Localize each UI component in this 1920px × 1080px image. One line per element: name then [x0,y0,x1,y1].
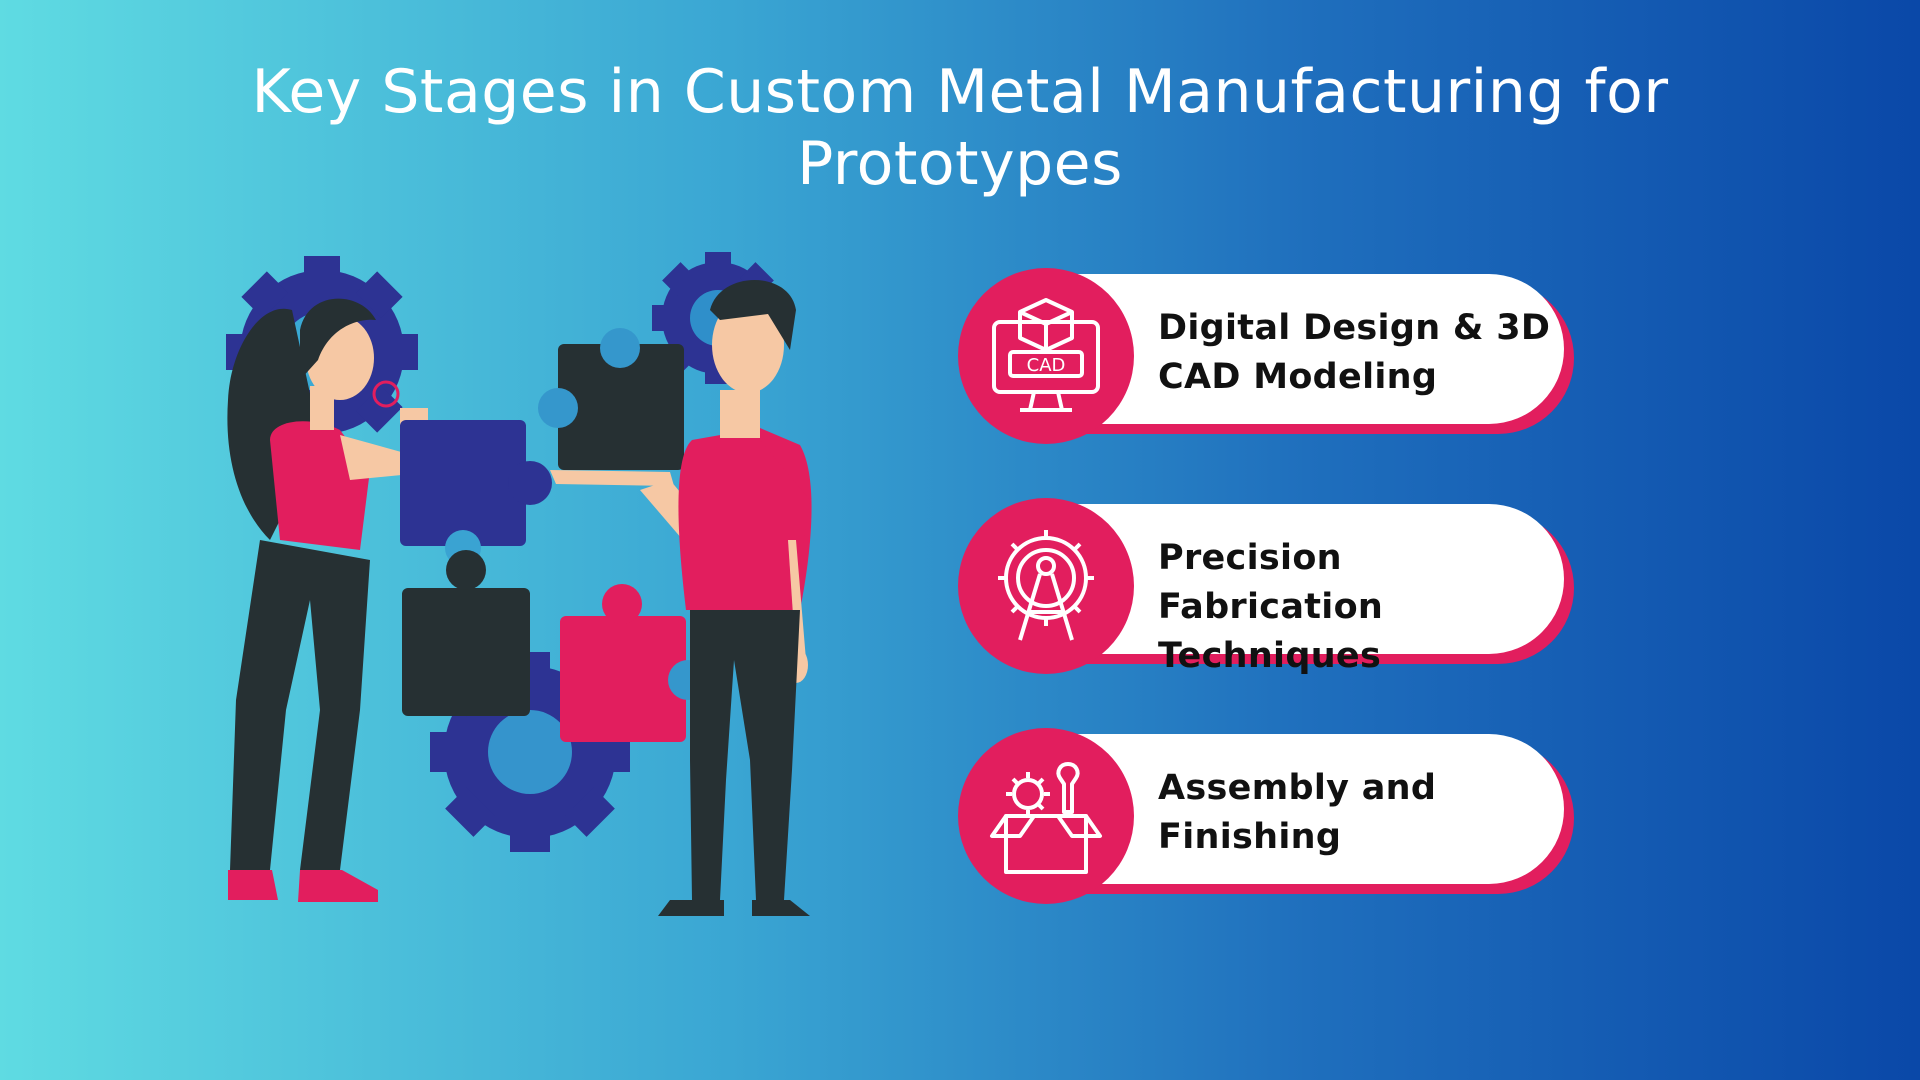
stage-label: Assembly and Finishing [1158,768,1437,857]
teamwork-puzzle-illustration [226,252,812,916]
svg-text:CAD: CAD [1027,355,1066,376]
stage-card-3: Assembly and Finishing [958,728,1612,908]
puzzle-piece-pink [560,584,708,742]
cad-monitor-icon: CAD [992,298,1100,412]
woman-figure [227,298,432,902]
stage-label: Precision Fabrication Techniques [1158,538,1384,676]
stage-label: Digital Design & 3D CAD Modeling [1158,308,1551,397]
stage-badge [958,498,1134,674]
toolbox-gear-wrench-icon [990,762,1102,874]
stage-card-2: Precision Fabrication Techniques [958,498,1612,678]
stage-card-1: CAD Digital Design & 3D CAD Modeling [958,268,1612,448]
stage-badge [958,728,1134,904]
compass-gear-icon [998,530,1094,641]
man-figure [550,280,812,916]
puzzle-piece-dark-top [538,328,684,470]
page-title: Key Stages in Custom Metal Manufacturing… [251,57,1669,199]
stage-badge: CAD [958,268,1134,444]
puzzle-piece-dark-bottom [402,550,530,716]
puzzle-piece-navy [400,420,552,566]
